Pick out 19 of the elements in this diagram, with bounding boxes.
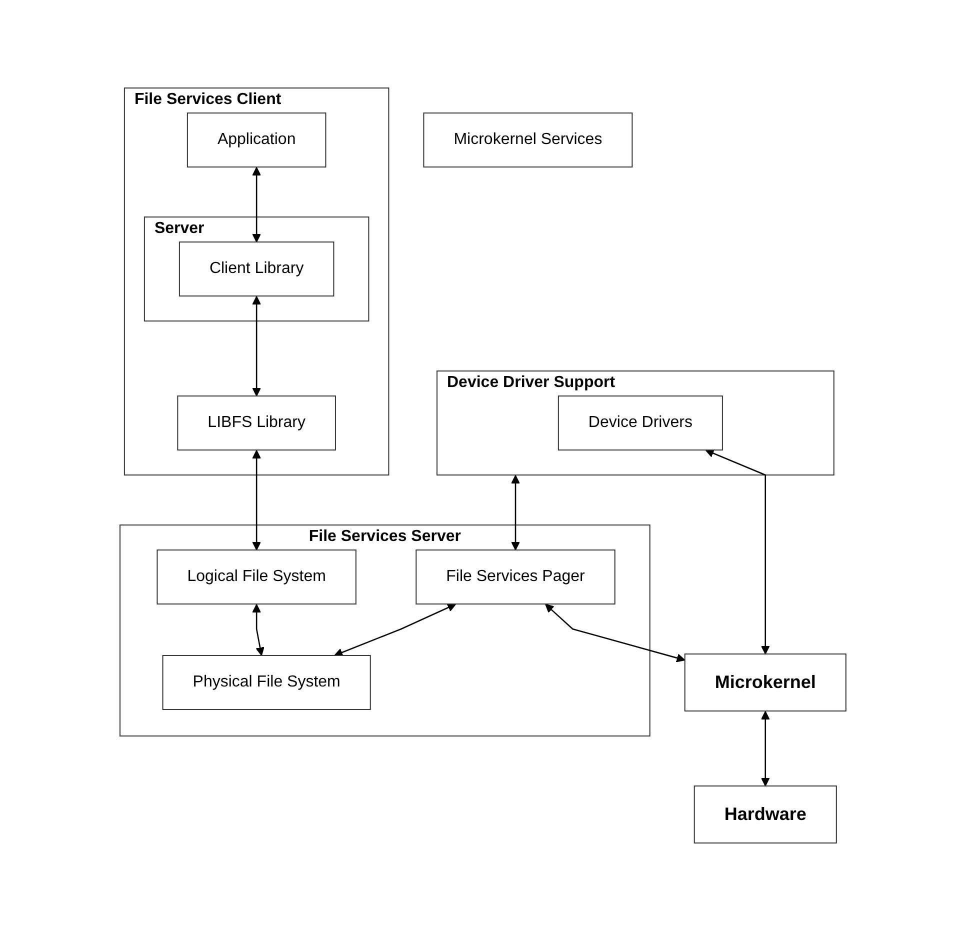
- node-box: File Services Pager: [415, 550, 615, 604]
- arrow: [704, 449, 770, 654]
- arrow: [510, 475, 520, 550]
- node-box: Device Drivers: [557, 396, 722, 450]
- arrow: [334, 603, 456, 657]
- arrow: [760, 710, 770, 786]
- node-box: Physical File System: [162, 655, 370, 710]
- arrow: [252, 450, 261, 550]
- node-box: Application: [186, 112, 326, 168]
- node-box: Logical File System: [156, 550, 356, 604]
- node-box: Microkernel Services: [422, 112, 632, 168]
- arrow: [252, 296, 261, 396]
- arrow: [252, 167, 261, 242]
- node-box: Hardware: [693, 785, 836, 844]
- node-box: LIBFS Library: [176, 396, 336, 450]
- arrow: [544, 604, 685, 662]
- arrow: [252, 604, 264, 656]
- node-box: Client Library: [178, 242, 334, 296]
- node-box: Microkernel: [684, 654, 846, 712]
